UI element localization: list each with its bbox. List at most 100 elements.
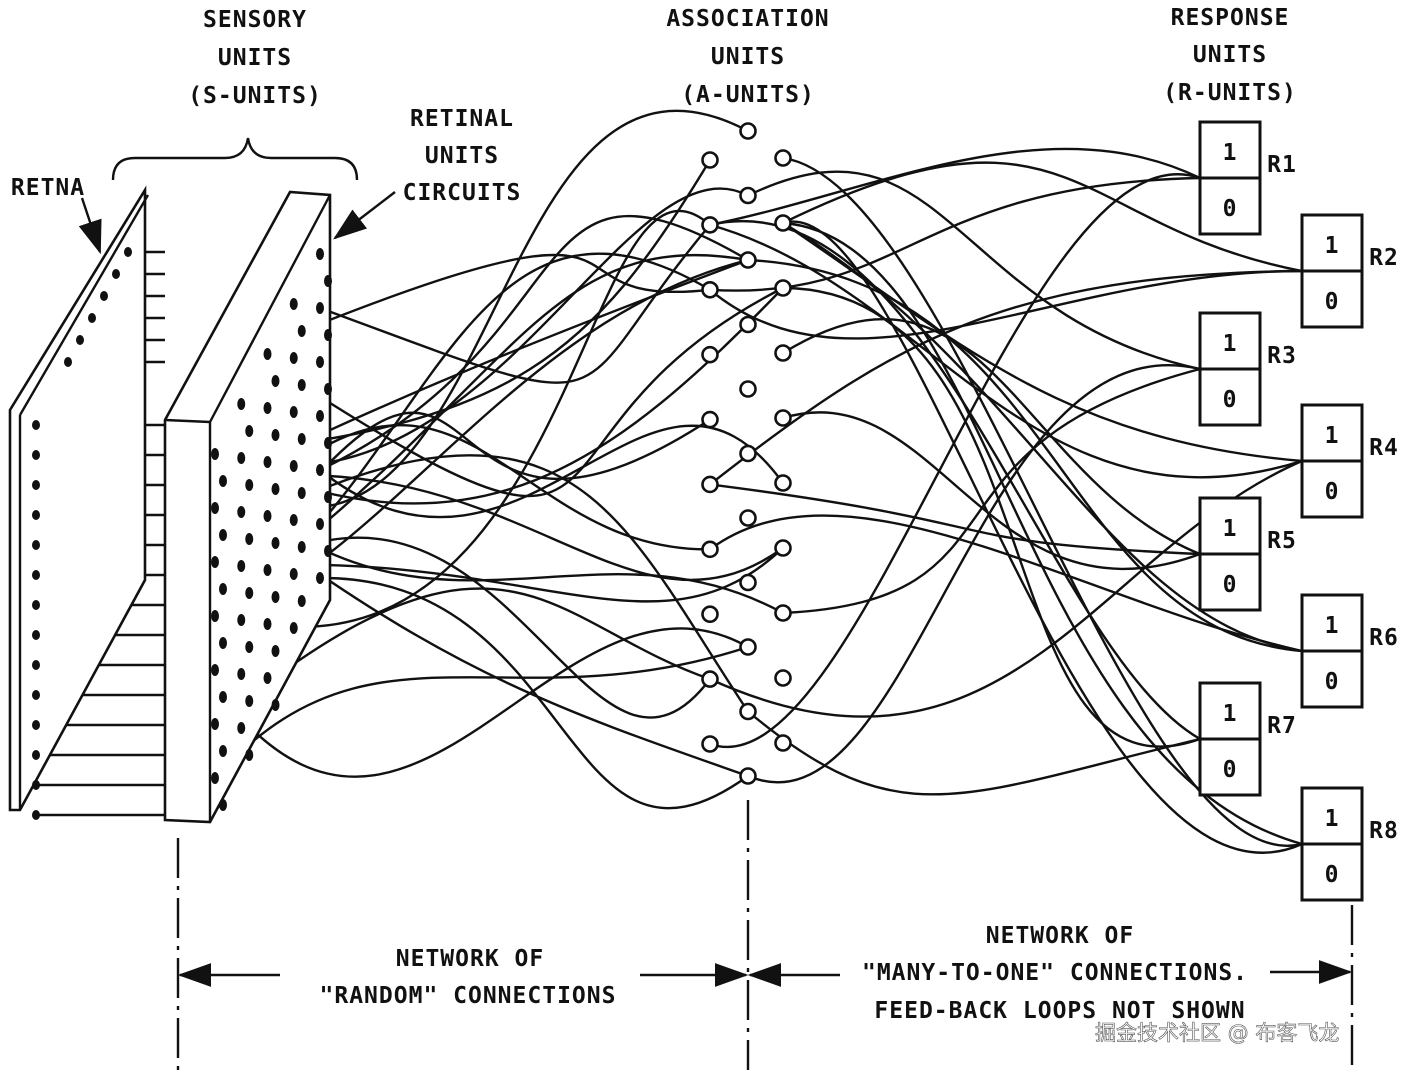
retina-cell (32, 630, 40, 640)
retina-cell (32, 480, 40, 490)
sensory-unit (211, 718, 219, 730)
sensory-unit (297, 487, 306, 499)
random-connection (214, 645, 749, 779)
sensory-unit (211, 664, 219, 676)
association-unit (701, 216, 719, 234)
association-unit (774, 409, 792, 427)
sensory-unit (289, 352, 298, 364)
sensory-unit (289, 568, 298, 580)
state-one: 1 (1223, 331, 1238, 357)
sensory-unit (297, 541, 306, 553)
sensory-unit (324, 329, 332, 341)
association-unit (739, 380, 757, 398)
association-unit (701, 605, 719, 624)
state-one: 1 (1325, 423, 1340, 449)
sensory-unit (245, 641, 254, 653)
retina-cell (32, 690, 40, 700)
association-unit (701, 540, 719, 559)
many-to-one-connection (782, 367, 1201, 615)
many-to-one-connection (782, 161, 1303, 273)
state-one: 1 (1325, 806, 1340, 832)
association-unit (701, 345, 719, 364)
retina-cell (88, 313, 96, 323)
sensory-unit (316, 302, 324, 314)
sensory-unit (219, 583, 227, 595)
sensory-unit (271, 699, 280, 711)
state-zero: 0 (1325, 479, 1340, 505)
response-unit-label: R6 (1369, 625, 1399, 651)
sensory-unit (237, 560, 246, 572)
sensory-unit (219, 637, 227, 649)
sensory-unit (211, 502, 219, 514)
state-zero: 0 (1223, 757, 1238, 783)
response-unit-label: R8 (1369, 818, 1399, 844)
sensory-unit (271, 645, 280, 657)
sensory-unit (219, 529, 227, 541)
sensory-unit (237, 722, 246, 734)
association-unit (739, 315, 757, 334)
state-zero: 0 (1325, 862, 1340, 888)
watermark: 掘金技术社区 @ 布客飞龙 (1095, 1021, 1339, 1045)
sensory-unit (316, 518, 324, 530)
retina-cell (100, 291, 108, 301)
state-zero: 0 (1223, 387, 1238, 413)
sensory-unit (245, 587, 254, 599)
sensory-unit (263, 618, 272, 630)
sensory-unit (297, 433, 306, 445)
retina-cell (32, 540, 40, 550)
retina-cell (32, 600, 40, 610)
sensory-unit (219, 745, 227, 757)
state-zero: 0 (1223, 196, 1238, 222)
many-to-one-connection (709, 173, 1201, 749)
sensory-unit (237, 398, 246, 410)
response-unit-label: R7 (1267, 713, 1297, 739)
response-unit-3: 1 0 R3 (1198, 311, 1297, 427)
sensory-unit (237, 614, 246, 626)
association-units (701, 122, 792, 785)
sensory-unit (297, 325, 306, 337)
association-unit (774, 474, 792, 492)
sensory-unit (271, 537, 280, 549)
association-unit (739, 573, 757, 592)
random-connection (319, 424, 784, 519)
state-zero: 0 (1325, 669, 1340, 695)
many-to-one-connection (782, 221, 1303, 653)
retina-cell (32, 420, 40, 430)
association-unit (739, 444, 757, 463)
random-network-label: NETWORK OF"RANDOM" CONNECTIONS (320, 946, 617, 1009)
sensory-unit (289, 622, 298, 634)
sensory-unit (271, 591, 280, 603)
association-unit (774, 149, 792, 167)
association-unit (701, 735, 719, 753)
random-connection (293, 187, 749, 468)
sensory-unit (316, 410, 324, 422)
association-unit (701, 151, 719, 169)
association-unit (701, 670, 719, 688)
retina-cell (32, 510, 40, 520)
retina-cell (32, 660, 40, 670)
random-connection (319, 576, 749, 810)
retina-panel (8, 185, 150, 820)
state-one: 1 (1223, 140, 1238, 166)
association-unit (701, 410, 719, 429)
response-unit-8: 1 0 R8 (1300, 786, 1399, 902)
response-unit-label: R3 (1267, 343, 1297, 369)
retina-cell (32, 570, 40, 580)
association-unit (739, 702, 757, 721)
sensory-unit (271, 375, 280, 387)
association-unit (701, 280, 719, 299)
dimension-lines (176, 800, 1354, 1070)
sensory-unit (263, 672, 272, 684)
sensory-unit (297, 595, 306, 607)
sensory-unit (219, 475, 227, 487)
sensory-unit (211, 610, 219, 622)
association-unit (739, 638, 757, 656)
state-zero: 0 (1223, 572, 1238, 598)
many-to-one-connection (747, 710, 1201, 796)
association-unit (774, 214, 792, 232)
